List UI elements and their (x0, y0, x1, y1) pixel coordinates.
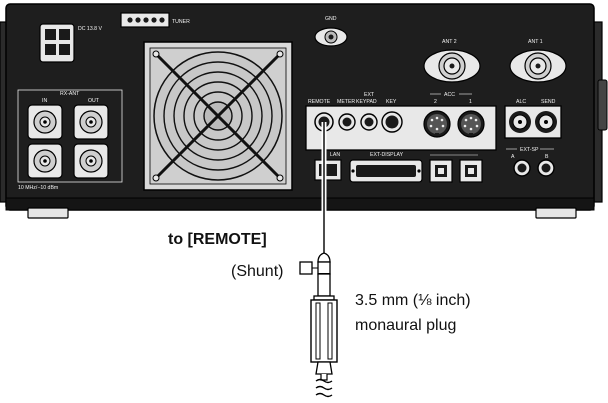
gnd-terminal: GND (314, 16, 348, 47)
acc1-label: 1 (469, 99, 472, 105)
meter-jack (338, 113, 356, 131)
ext-sp-label: EXT-SP (520, 147, 539, 153)
shunt-callout: (Shunt) (231, 263, 283, 280)
acc2-label: 2 (434, 99, 437, 105)
gnd-label: GND (325, 16, 337, 22)
foot-left (27, 207, 69, 219)
ant2-connector: ANT 2 (423, 39, 481, 83)
ext-sp-block: EXT-SP A B (506, 147, 555, 177)
plug-body (310, 299, 338, 363)
meter-label: METER (337, 99, 355, 105)
ext-display-port: EXT-DISPLAY (349, 152, 423, 183)
acc-label: ACC (444, 92, 455, 98)
plug-callout-line1: 3.5 mm (⅛ inch) (355, 292, 471, 309)
ant1-label: ANT 1 (528, 39, 543, 45)
rx-in-label: IN (42, 98, 47, 104)
right-handle (597, 79, 608, 131)
usb-ports (429, 154, 483, 183)
rx-ant-label: RX-ANT (60, 91, 80, 97)
key-label: KEY (386, 99, 397, 105)
dc-power-connector: DC 13.8 V (39, 23, 102, 63)
ext-keypad-label-2: KEYPAD (356, 99, 377, 105)
plug-callout-line2: monaural plug (355, 317, 456, 334)
bnc-rx-out (73, 104, 109, 140)
to-remote-callout: to [REMOTE] (168, 231, 267, 248)
foot-right (535, 207, 577, 219)
alc-label: ALC (516, 99, 526, 105)
cable-break (315, 378, 333, 384)
shunt-callout-marker (299, 261, 318, 275)
alc-send-block: ALC SEND (504, 99, 562, 139)
acc2-din (423, 110, 451, 138)
plug-shunt (317, 261, 331, 275)
tuner-label: TUNER (172, 19, 190, 25)
send-label: SEND (541, 99, 556, 105)
ext-sp-a-label: A (511, 154, 515, 160)
rx-out-label: OUT (88, 98, 100, 104)
lan-label: LAN (330, 152, 340, 158)
plug-sleeve (317, 273, 331, 297)
acc1-din (457, 110, 485, 138)
bnc-x-verter (73, 143, 109, 179)
ref-spec-label: 10 MHz/−10 dBm (18, 185, 58, 191)
monaural-plug (310, 252, 338, 398)
ant1-connector: ANT 1 (509, 39, 567, 83)
cooling-fan (143, 41, 293, 191)
plug-tip (317, 252, 331, 263)
bnc-ref-in (27, 143, 63, 179)
ext-keypad-label-1: EXT (364, 92, 375, 98)
ant2-label: ANT 2 (442, 39, 457, 45)
chassis-lip (5, 197, 595, 211)
ext-sp-b-label: B (545, 154, 549, 160)
bnc-rx-in (27, 104, 63, 140)
remote-label: REMOTE (308, 99, 331, 105)
ext-keypad-jack (360, 113, 378, 131)
key-jack (381, 111, 403, 133)
tuner-connector: TUNER (120, 12, 190, 28)
dc-label: DC 13.8 V (78, 26, 102, 32)
ext-display-label: EXT-DISPLAY (370, 152, 404, 158)
